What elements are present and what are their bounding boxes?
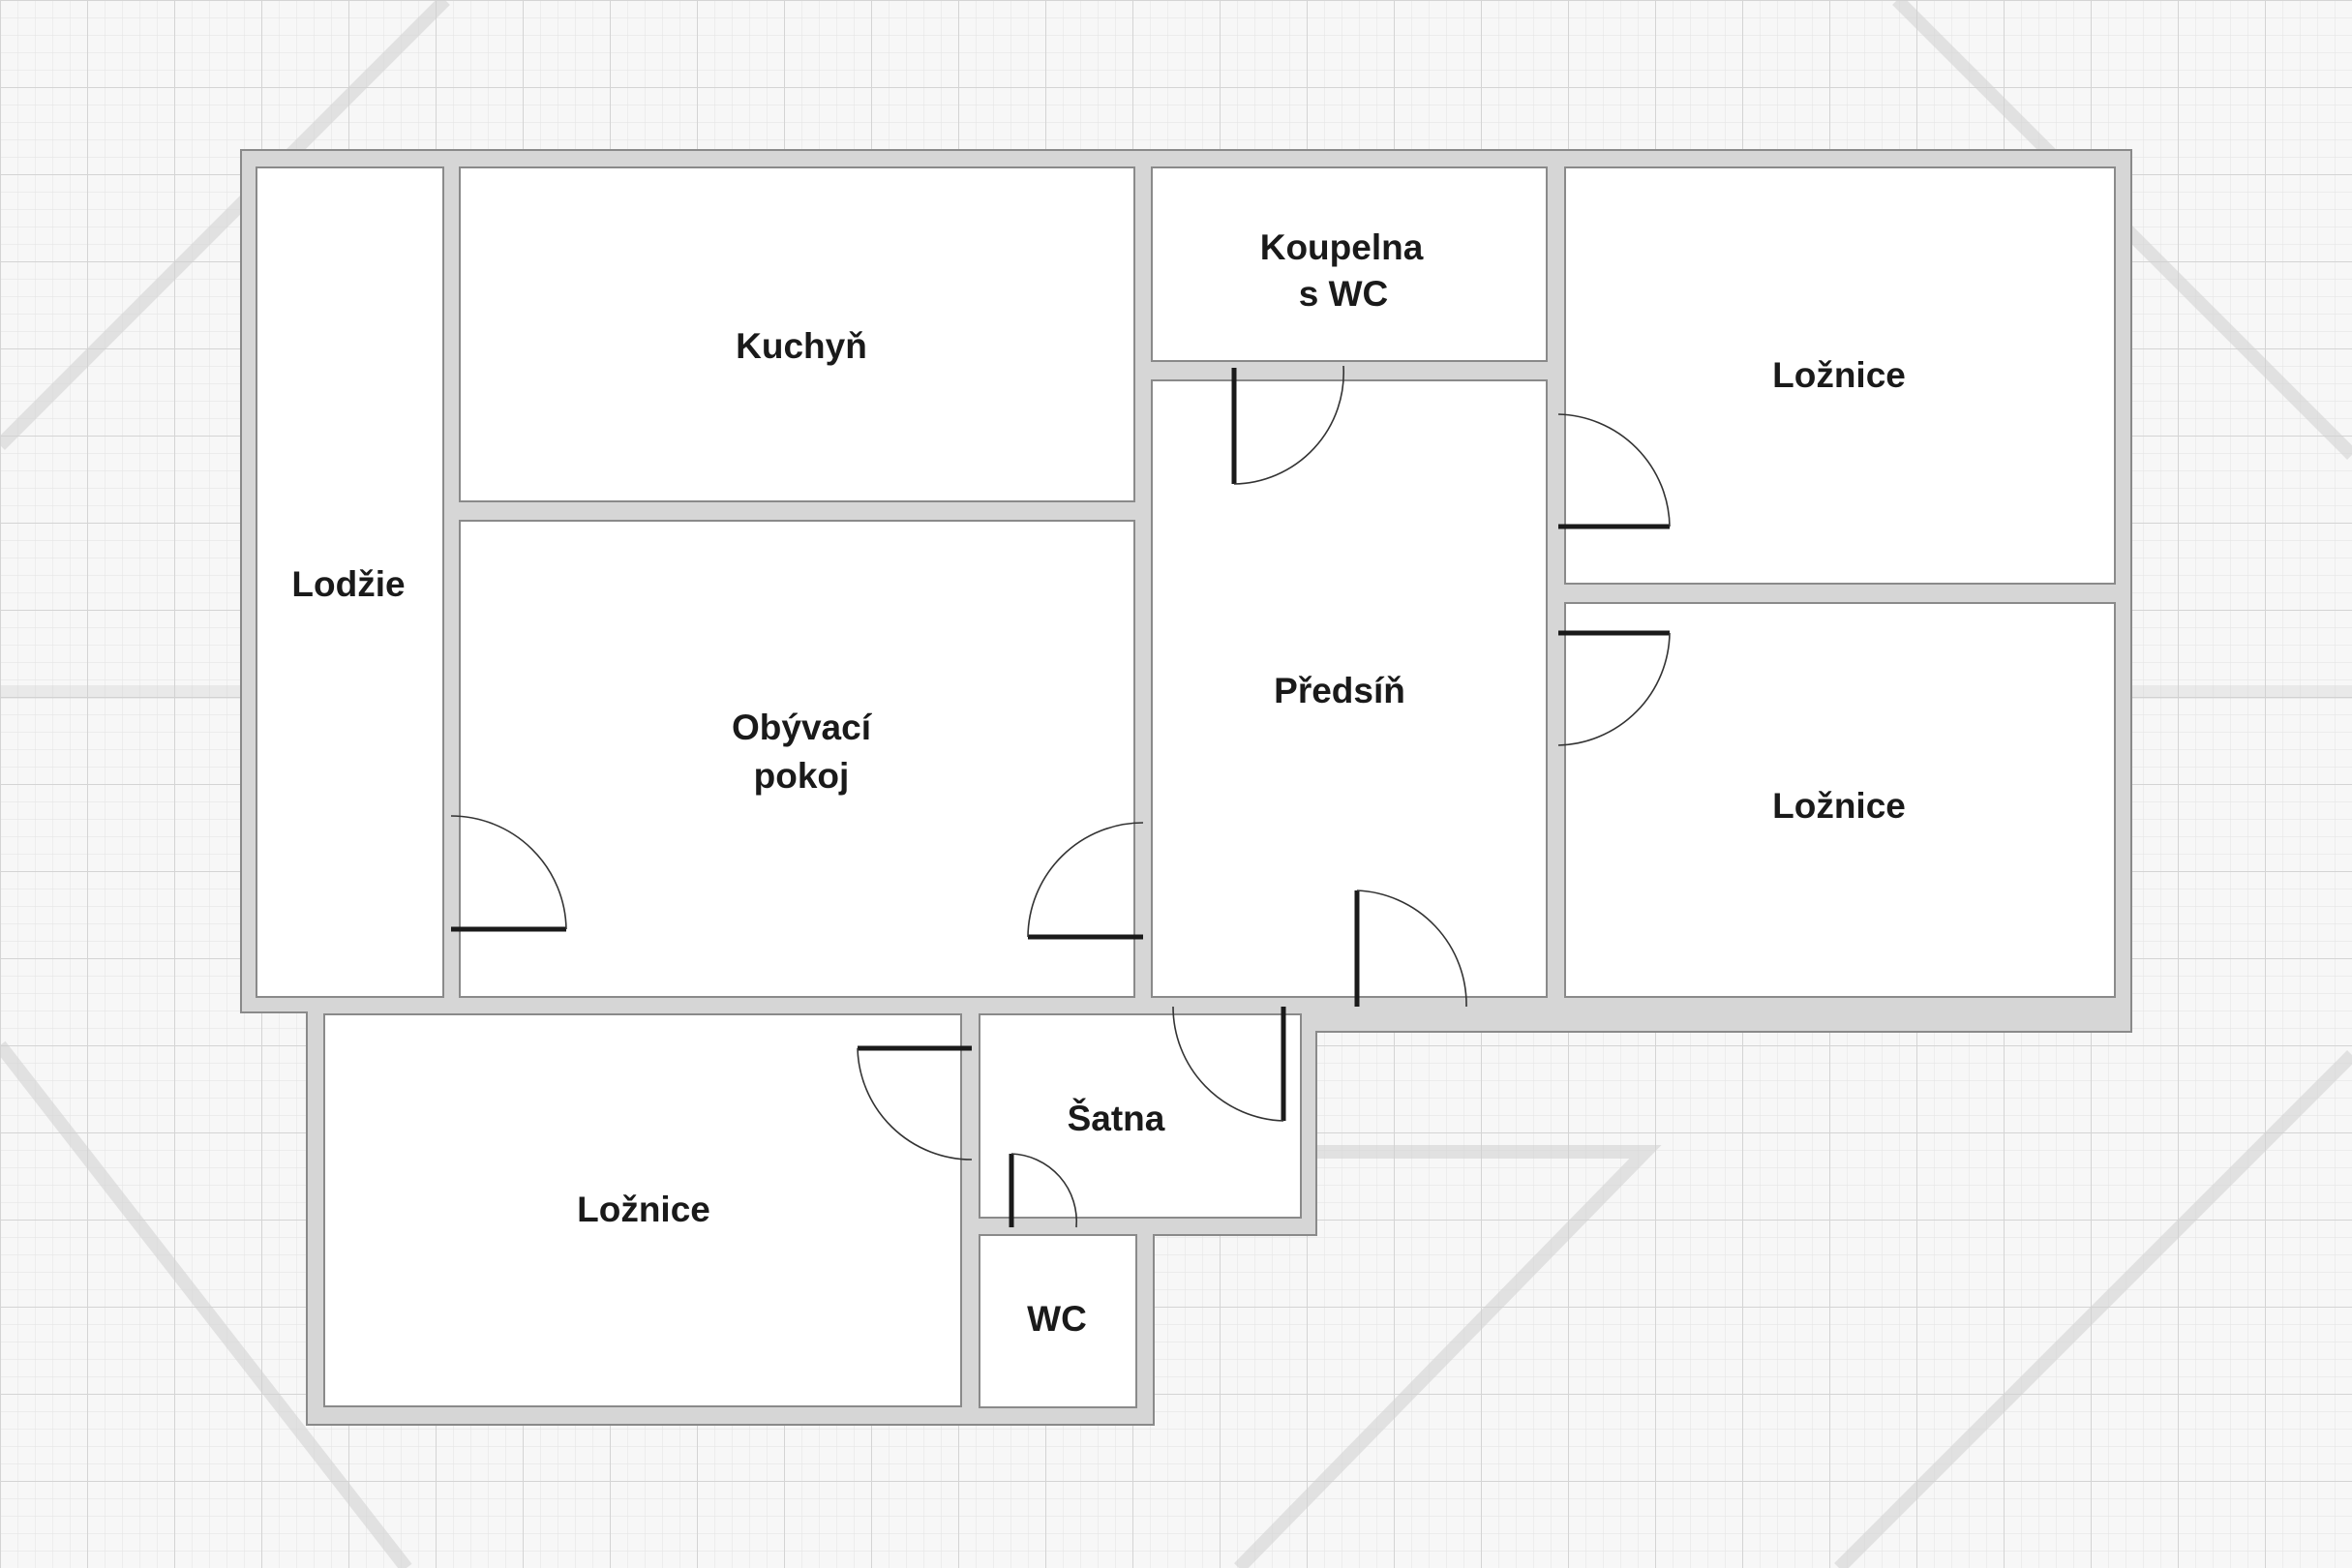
label-kuchyn: Kuchyň (736, 326, 867, 366)
label-koupelna-line1: Koupelna (1260, 227, 1424, 267)
room-loznice-top (1564, 166, 2116, 585)
label-loznice-mid: Ložnice (1772, 786, 1906, 826)
room-loznice-mid (1564, 602, 2116, 998)
label-loznice-bottom: Ložnice (577, 1190, 710, 1229)
doors (450, 365, 1671, 1228)
room-loznice-bottom (323, 1013, 962, 1407)
room-satna (979, 1013, 1302, 1219)
label-wc: WC (1027, 1299, 1087, 1339)
label-loznice-top: Ložnice (1772, 355, 1906, 395)
walls (240, 149, 2132, 1426)
room-wc (979, 1234, 1137, 1408)
label-predsin: Předsíň (1274, 671, 1405, 710)
room-kuchyn (459, 166, 1135, 502)
room-lodzie (256, 166, 444, 998)
label-satna: Šatna (1068, 1098, 1165, 1138)
room-predsin (1151, 379, 1548, 998)
label-koupelna-line2: s WC (1299, 274, 1389, 314)
room-koupelna (1151, 166, 1548, 362)
room-labels: Lodžie Kuchyň Koupelna s WC Ložnice Obýv… (291, 227, 1905, 1339)
label-lodzie: Lodžie (291, 564, 405, 604)
label-obyvaci-line1: Obývací (732, 708, 873, 747)
room-obyvaci-pokoj (459, 520, 1135, 998)
label-obyvaci-line2: pokoj (754, 756, 850, 796)
